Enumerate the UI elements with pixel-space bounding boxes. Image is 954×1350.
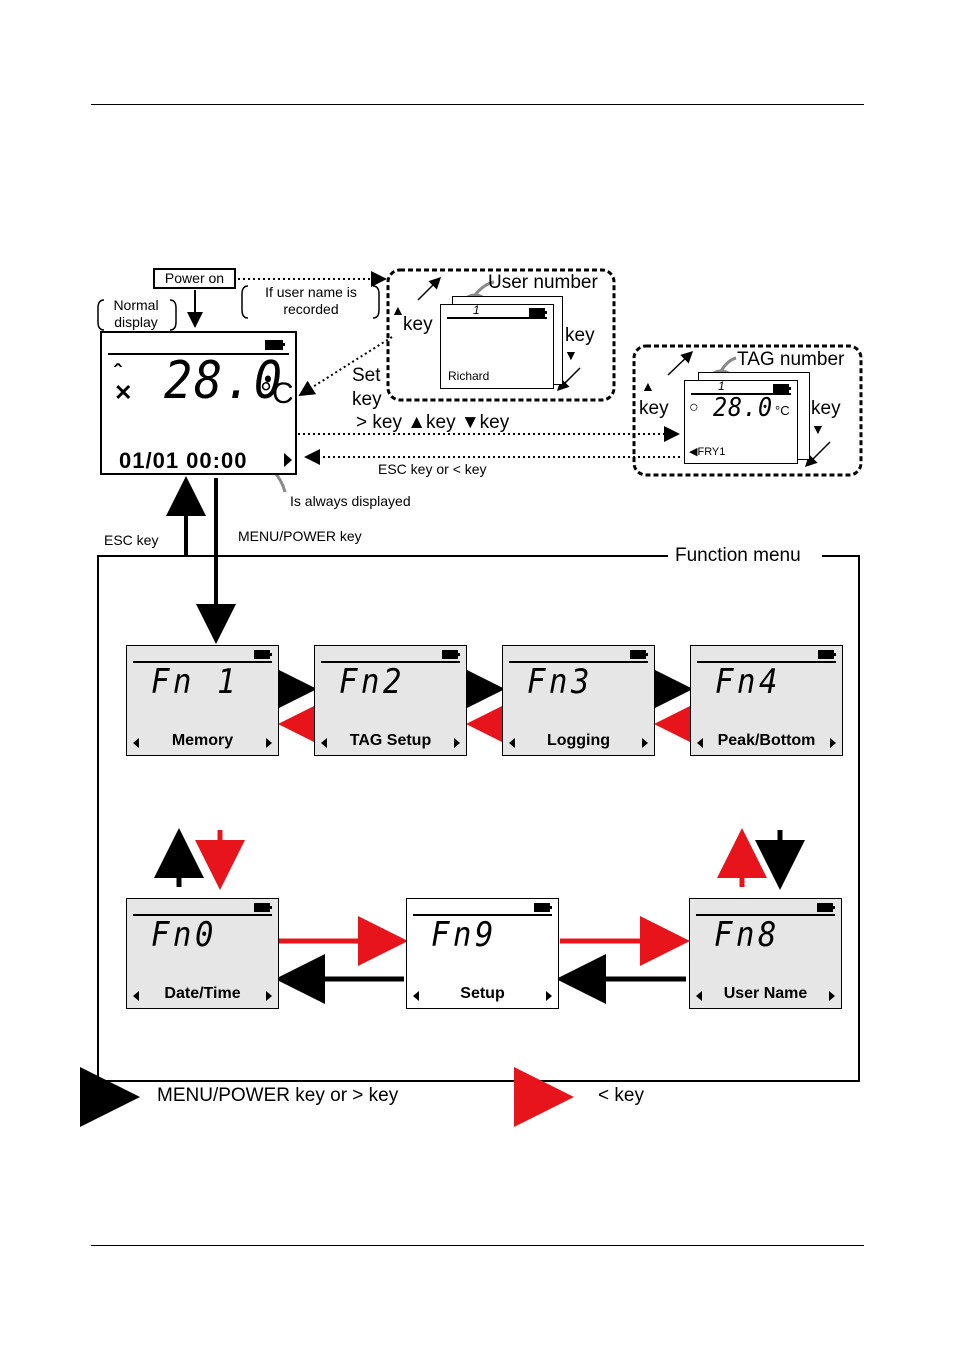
menu-fn9: Fn9 Setup (406, 898, 559, 1009)
function-menu-label: Function menu (675, 545, 801, 566)
user-display: 1 Richard (440, 303, 554, 389)
down-key-text-user: key (565, 325, 595, 346)
power-on-label: Power on (153, 268, 236, 289)
tag-unit: °C (775, 403, 790, 418)
tag-circle-icon: ○ (689, 399, 699, 416)
legend-black-label: MENU/POWER key or > key (157, 1085, 399, 1106)
menu-fn3: Fn3 Logging (502, 645, 655, 756)
up-key-text-tag: key (639, 398, 669, 419)
fn-code: Fn9 (431, 915, 498, 955)
right-arrow-icon (284, 453, 292, 467)
if-user-name-label: If user name is recorded (265, 284, 357, 317)
sensor-icon: ˆ✕ (114, 360, 133, 405)
legend-red-label: < key (598, 1085, 644, 1106)
tag-number-label: TAG number (737, 349, 845, 370)
bottom-rule (91, 1245, 864, 1246)
set-key-label: Set key (352, 365, 382, 410)
up-key-label-tag: ▲ (641, 378, 655, 394)
down-key-label-user: ▼ (564, 347, 578, 363)
fn-code: Fn2 (339, 662, 406, 702)
menu-label: Memory (171, 732, 234, 749)
keys-row-label: > key ▲key ▼key (356, 412, 510, 433)
function-menu-frame (97, 555, 860, 1082)
esc-or-less-label: ESC key or < key (378, 461, 487, 477)
top-rule (91, 104, 864, 105)
always-displayed-label: Is always displayed (290, 493, 411, 509)
esc-key-label: ESC key (104, 532, 159, 548)
down-key-text-tag: key (811, 398, 841, 419)
normal-display-label: Normal display (113, 297, 159, 330)
menu-fn0: Fn0 Date/Time (126, 898, 279, 1009)
menu-label: TAG Setup (349, 732, 432, 749)
battery-icon (265, 340, 285, 350)
tag-number-box (632, 344, 863, 477)
user-number-value: 1 (473, 303, 480, 317)
user-number-box (386, 268, 616, 402)
main-unit: °C (260, 377, 294, 410)
fn-code: Fn0 (151, 915, 218, 955)
user-number-label: User number (488, 272, 598, 293)
menu-label: Logging (546, 732, 611, 749)
main-datetime: 01/01 00:00 (119, 448, 248, 473)
tag-temperature: 28.0 (713, 393, 773, 423)
fn-code: Fn8 (714, 915, 781, 955)
menu-fn2: Fn2 TAG Setup (314, 645, 467, 756)
menu-label: Peak/Bottom (717, 732, 816, 749)
menu-label: User Name (723, 985, 808, 1002)
normal-display: ˆ✕ 28.0 °C 01/01 00:00 (100, 331, 297, 475)
fn-code: Fn3 (527, 662, 594, 702)
up-key-text-user: key (403, 314, 433, 335)
tag-name-value: ◀FRY1 (689, 446, 726, 458)
fn-code: Fn4 (715, 662, 782, 702)
up-key-label-user: ▲ (391, 302, 405, 318)
fn-code: Fn 1 (151, 662, 240, 702)
tag-display: 1 ○ 28.0 °C ◀FRY1 (684, 379, 798, 464)
main-temperature: 28.0 (164, 351, 284, 411)
menu-fn8: Fn8 User Name (689, 898, 842, 1009)
user-name-value: Richard (448, 369, 490, 383)
menu-label: Setup (460, 985, 505, 1002)
menu-label: Date/Time (164, 985, 241, 1002)
down-key-label-tag: ▼ (811, 421, 825, 437)
menu-fn1: Fn 1 Memory (126, 645, 279, 756)
menu-power-key-label: MENU/POWER key (238, 528, 362, 544)
menu-fn4: Fn4 Peak/Bottom (690, 645, 843, 756)
tag-number-value: 1 (718, 379, 725, 393)
